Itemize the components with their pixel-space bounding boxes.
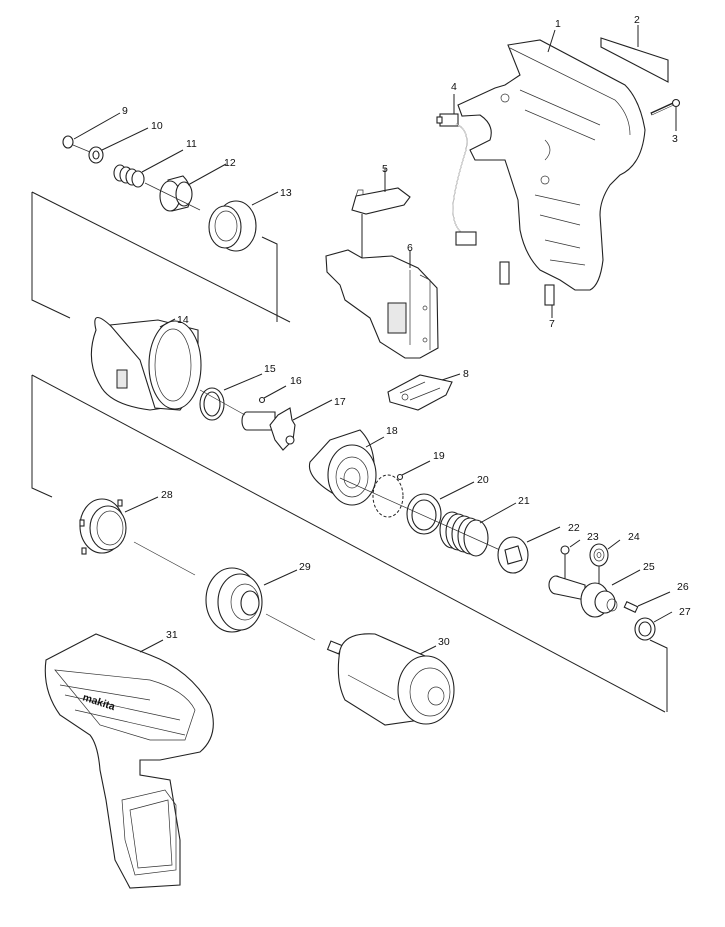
part-15-o-ring [199, 373, 263, 421]
part-4-lead-wire [436, 94, 477, 246]
label-21: 21 [518, 495, 530, 507]
label-4: 4 [451, 81, 457, 93]
part-11-spring [113, 149, 184, 188]
label-15: 15 [264, 363, 276, 375]
part-17-anvil [241, 399, 333, 451]
label-25: 25 [643, 561, 655, 573]
label-6: 6 [407, 242, 413, 254]
part-1-housing [457, 29, 646, 291]
label-23: 23 [587, 531, 599, 543]
label-26: 26 [677, 581, 689, 593]
label-20: 20 [477, 474, 489, 486]
part-18-hammer [308, 429, 385, 506]
label-28: 28 [161, 489, 173, 501]
part-5-switch-lever [351, 168, 411, 262]
part-26-pin [623, 591, 671, 613]
part-12-sleeve [159, 163, 227, 212]
part-14-hammer-case [90, 316, 202, 411]
label-22: 22 [568, 522, 580, 534]
label-29: 29 [299, 561, 311, 573]
part-19-steel-balls [372, 460, 431, 518]
label-5: 5 [382, 163, 388, 175]
part-27-o-ring [634, 611, 673, 641]
label-31: 31 [166, 629, 178, 641]
label-2: 2 [634, 14, 640, 26]
part-28-internal-gear [79, 496, 196, 576]
label-9: 9 [122, 105, 128, 117]
part-25-spindle [548, 569, 641, 618]
part-8-terminal-plate [387, 373, 461, 411]
label-1: 1 [555, 18, 561, 30]
label-19: 19 [433, 450, 445, 462]
part-31-housing-set: makita [44, 633, 214, 889]
assembly-bracket-lower [31, 374, 668, 713]
part-20-washer [406, 481, 475, 535]
part-29-gear-housing [205, 567, 316, 641]
label-13: 13 [280, 187, 292, 199]
part-13-bumper [208, 191, 279, 252]
part-3-screw [650, 98, 681, 131]
part-9-retaining-ring [62, 112, 121, 149]
part-22-washer [497, 526, 561, 574]
axis-line-lower [339, 477, 501, 551]
part-16-steel-ball [258, 385, 287, 404]
assembly-bracket-upper [31, 191, 291, 323]
label-10: 10 [151, 120, 163, 132]
label-24: 24 [628, 531, 640, 543]
axis-line-upper [144, 182, 201, 211]
label-7: 7 [549, 318, 555, 330]
label-27: 27 [679, 606, 691, 618]
part-30-motor [326, 633, 455, 726]
label-16: 16 [290, 375, 302, 387]
axis-line-mid [199, 389, 246, 416]
label-30: 30 [438, 636, 450, 648]
part-7-terminal-clips [499, 261, 555, 318]
label-18: 18 [386, 425, 398, 437]
label-11: 11 [186, 138, 197, 150]
label-12: 12 [224, 157, 236, 169]
label-3: 3 [672, 133, 678, 145]
part-10-washer [72, 127, 149, 164]
part-6-trigger-switch [325, 249, 439, 359]
part-labels: 1 2 3 4 5 6 7 8 9 10 11 12 13 14 15 16 1… [122, 14, 691, 648]
label-8: 8 [463, 368, 469, 380]
part-24-spur-gear [589, 539, 621, 590]
label-14: 14 [177, 314, 189, 326]
part-2-nameplate [600, 25, 669, 83]
label-17: 17 [334, 396, 346, 408]
